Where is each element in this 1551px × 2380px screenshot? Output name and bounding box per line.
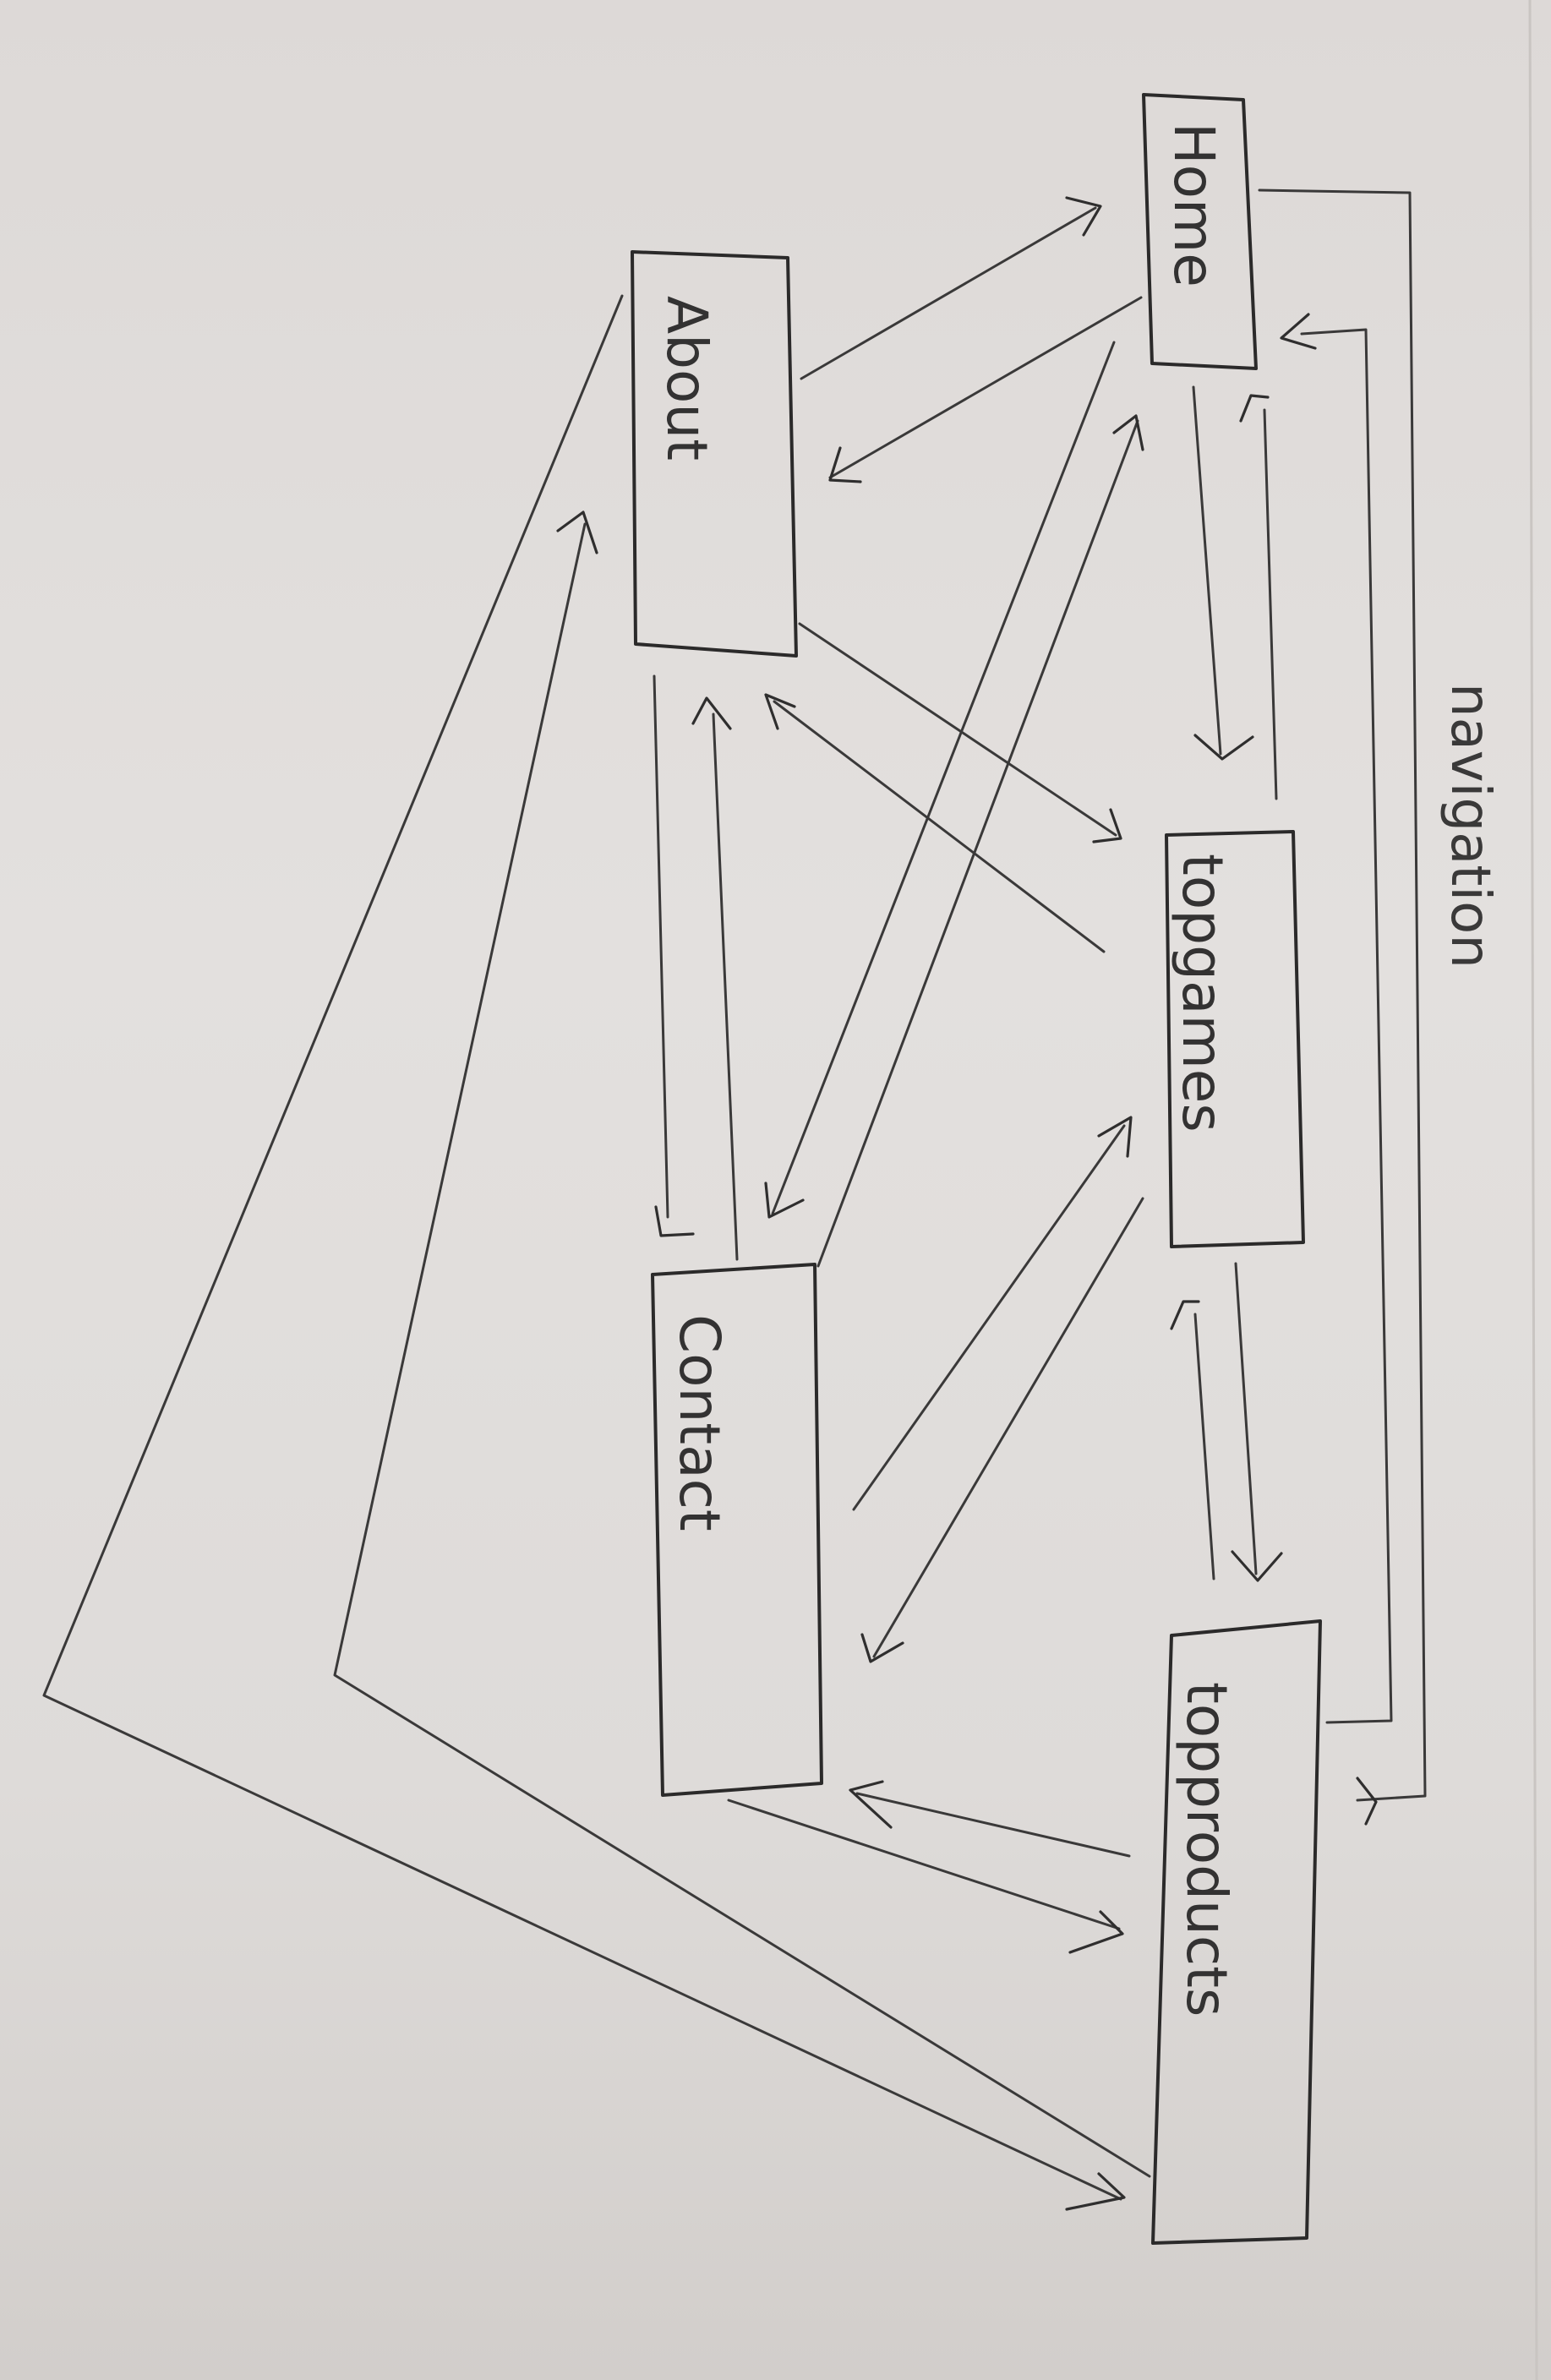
node-topproducts-label: topproducts bbox=[1174, 1682, 1239, 2017]
node-about-label: About bbox=[654, 296, 719, 461]
edge-topproducts-to-contact bbox=[849, 1780, 1131, 1858]
edge-home-to-topproducts bbox=[1258, 188, 1427, 1826]
edge-contact-to-about bbox=[691, 696, 739, 1261]
edge-home-to-about bbox=[828, 296, 1143, 483]
paper-edge bbox=[1528, 0, 1538, 2380]
node-contact: Contact bbox=[651, 1263, 823, 1797]
edge-topgames-to-contact bbox=[860, 1197, 1144, 1663]
node-topproducts: topproducts bbox=[1151, 1619, 1322, 2245]
edge-topgames-to-about bbox=[764, 693, 1106, 953]
edge-contact-to-topproducts bbox=[727, 1799, 1124, 1954]
edge-topproducts-to-about bbox=[333, 510, 1151, 2178]
edge-contact-to-home bbox=[816, 414, 1144, 1268]
node-topgames: topgames bbox=[1165, 830, 1305, 1248]
edge-home-to-contact bbox=[764, 341, 1116, 1219]
node-about: About bbox=[631, 250, 798, 658]
edge-about-to-home bbox=[800, 196, 1102, 380]
diagram-heading: navigation bbox=[1439, 683, 1501, 969]
edge-home-to-topgames bbox=[1192, 385, 1254, 761]
edge-about-to-topgames bbox=[798, 622, 1122, 843]
node-home-label: Home bbox=[1161, 123, 1226, 287]
edge-topproducts-to-home bbox=[1280, 313, 1393, 1724]
edge-about-to-topproducts bbox=[42, 294, 1126, 2211]
edge-contact-to-topgames bbox=[852, 1116, 1133, 1511]
node-contact-label: Contact bbox=[667, 1314, 732, 1531]
edge-about-to-contact bbox=[653, 674, 695, 1237]
edge-topgames-to-home bbox=[1239, 394, 1278, 800]
edge-topgames-to-topproducts bbox=[1231, 1262, 1283, 1582]
node-home: Home bbox=[1142, 93, 1258, 370]
node-topgames-label: topgames bbox=[1170, 854, 1235, 1133]
edge-topproducts-to-topgames bbox=[1170, 1300, 1215, 1580]
